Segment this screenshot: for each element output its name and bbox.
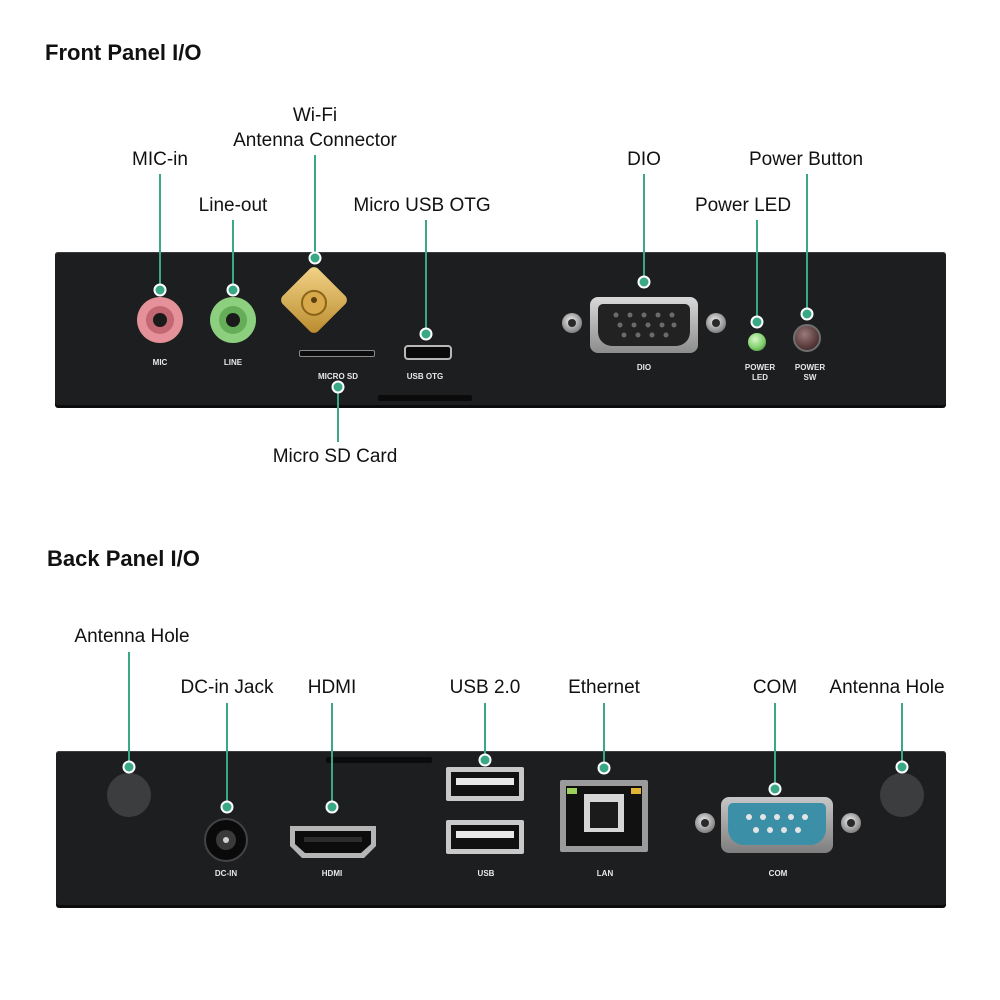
power-switch-button[interactable]: [793, 324, 821, 352]
usb-port-top[interactable]: [446, 767, 524, 801]
hdmi-leader-dot: [325, 800, 339, 814]
power-led-callout: Power LED: [694, 195, 792, 216]
micro-usb-otg-callout: Micro USB OTG: [353, 195, 491, 216]
line-panel-label: LINE: [223, 358, 243, 367]
back-top-notch: [326, 757, 432, 763]
mic-panel-label: MIC: [152, 358, 168, 367]
line-leader-dot: [226, 283, 240, 297]
hdmi-port[interactable]: [288, 824, 378, 860]
power-button-leader-dot: [800, 307, 814, 321]
ethernet-leader-line: [603, 703, 605, 768]
antenna-hole-left-callout: Antenna Hole: [74, 626, 190, 647]
micro-usb-otg-port[interactable]: [404, 345, 452, 360]
dio-callout: DIO: [627, 149, 661, 170]
antenna-right-leader-dot: [895, 760, 909, 774]
power-led-panel-label-1: POWER: [744, 363, 776, 372]
com-leader-line: [774, 703, 776, 789]
ethernet-leader-dot: [597, 761, 611, 775]
mic-leader-dot: [153, 283, 167, 297]
power-led-leader-line: [756, 220, 758, 322]
power-sw-panel-label-2: SW: [803, 373, 817, 382]
front-bottom-notch: [378, 395, 472, 401]
power-sw-panel-label-1: POWER: [794, 363, 826, 372]
usb-callout: USB 2.0: [449, 677, 521, 698]
dc-in-leader-dot: [220, 800, 234, 814]
com-callout: COM: [752, 677, 798, 698]
dio-leader-dot: [637, 275, 651, 289]
dio-leader-line: [643, 174, 645, 282]
usbotg-leader-line: [425, 220, 427, 334]
hdmi-leader-line: [331, 703, 333, 807]
dio-connector[interactable]: [590, 297, 698, 353]
line-out-jack[interactable]: [210, 297, 256, 343]
ethernet-port[interactable]: [560, 780, 648, 852]
micro-sd-slot[interactable]: [299, 350, 375, 357]
dio-panel-label: DIO: [636, 363, 652, 372]
com-panel-label: COM: [768, 869, 788, 878]
com-port[interactable]: [721, 797, 833, 853]
power-led-panel-label-2: LED: [752, 373, 768, 382]
antenna-left-leader-dot: [122, 760, 136, 774]
wifi-callout-line2: Antenna Connector: [233, 130, 397, 151]
line-leader-line: [232, 220, 234, 290]
micro-sd-panel-label: MICRO SD: [318, 372, 358, 381]
microsd-leader-dot: [331, 380, 345, 394]
power-led-leader-dot: [750, 315, 764, 329]
dc-in-leader-line: [226, 703, 228, 807]
hdmi-panel-label: HDMI: [321, 869, 343, 878]
antenna-hole-left: [107, 773, 151, 817]
dc-in-jack[interactable]: [204, 818, 248, 862]
back-panel-title: Back Panel I/O: [47, 546, 200, 571]
dc-in-callout: DC-in Jack: [180, 677, 274, 698]
usb-leader-line: [484, 703, 486, 760]
antenna-right-leader-line: [901, 703, 903, 767]
power-button-leader-line: [806, 174, 808, 314]
dc-in-panel-label: DC-IN: [214, 869, 238, 878]
dio-left-screw: [562, 313, 582, 333]
com-leader-dot: [768, 782, 782, 796]
micro-sd-callout: Micro SD Card: [272, 446, 398, 467]
usb-panel-label: USB: [477, 869, 495, 878]
wifi-leader-line: [314, 155, 316, 258]
usb-leader-dot: [478, 753, 492, 767]
mic-in-callout: MIC-in: [132, 149, 188, 170]
hdmi-callout: HDMI: [307, 677, 357, 698]
usbotg-leader-dot: [419, 327, 433, 341]
power-led-indicator: [748, 333, 766, 351]
line-out-callout: Line-out: [198, 195, 268, 216]
usb-port-bottom[interactable]: [446, 820, 524, 854]
wifi-leader-dot: [308, 251, 322, 265]
microsd-leader-line: [337, 387, 339, 442]
antenna-hole-right-callout: Antenna Hole: [829, 677, 945, 698]
power-button-callout: Power Button: [748, 149, 864, 170]
com-right-screw: [841, 813, 861, 833]
mic-leader-line: [159, 174, 161, 290]
com-left-screw: [695, 813, 715, 833]
wifi-callout-line1: Wi-Fi: [292, 105, 338, 126]
ethernet-callout: Ethernet: [568, 677, 640, 698]
front-panel-title: Front Panel I/O: [45, 40, 202, 65]
antenna-hole-right: [880, 773, 924, 817]
usb-otg-panel-label: USB OTG: [406, 372, 444, 381]
mic-jack[interactable]: [137, 297, 183, 343]
lan-panel-label: LAN: [596, 869, 614, 878]
dio-right-screw: [706, 313, 726, 333]
antenna-left-leader-line: [128, 652, 130, 767]
